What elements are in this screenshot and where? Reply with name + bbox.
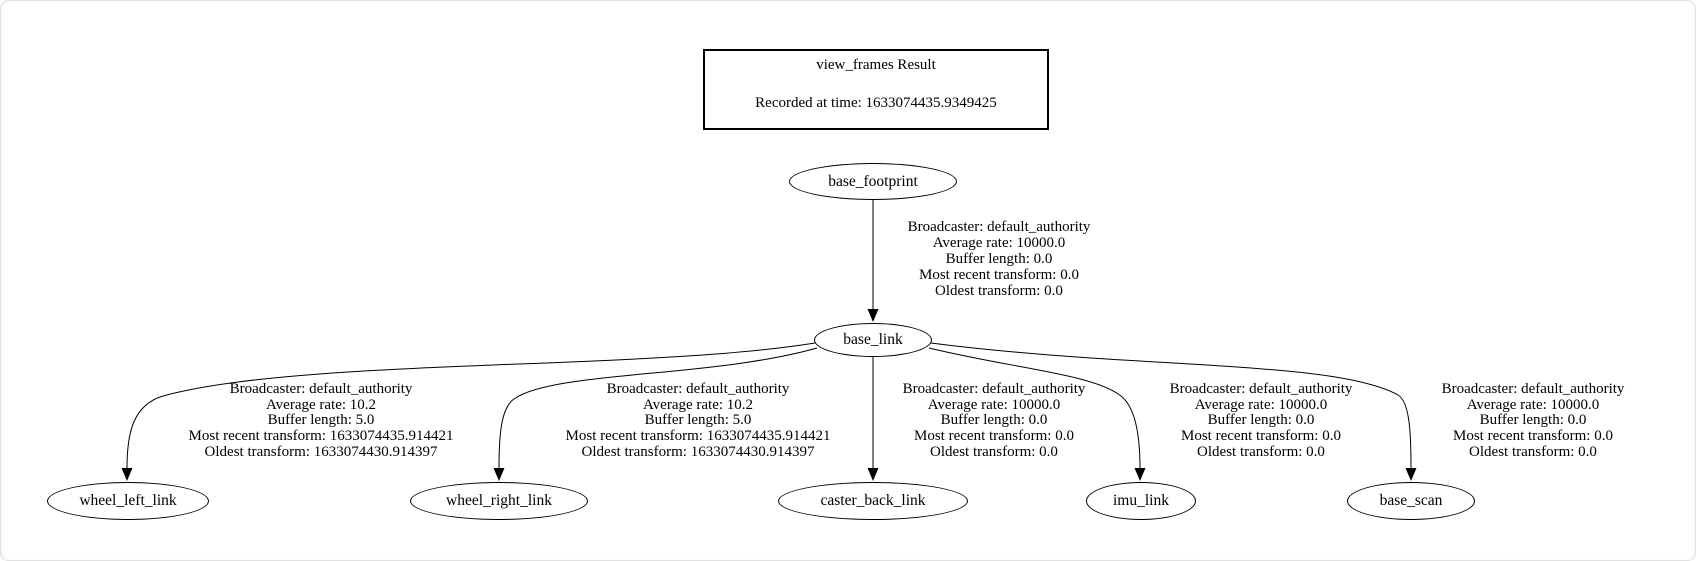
arrowhead-wheel_right_link (493, 468, 505, 481)
edge-label-line: Broadcaster: default_authority (229, 381, 413, 397)
edge-label-line: Most recent transform: 1633074435.914421 (188, 428, 454, 445)
frame-node-base-scan: base_scan (1347, 482, 1475, 520)
edge-label-line: Average rate: 10000.0 (1466, 396, 1600, 413)
edge-label-line: Average rate: 10000.0 (1194, 396, 1328, 413)
edge-label-line: Most recent transform: 0.0 (919, 267, 1079, 283)
frame-label-base-footprint: base_footprint (828, 172, 918, 190)
frame-node-wheel-right-link: wheel_right_link (410, 482, 588, 520)
frame-label-caster-back-link: caster_back_link (820, 492, 926, 509)
edge-label-line: Buffer length: 0.0 (1207, 412, 1315, 429)
edge-label-base-link: Broadcaster: default_authority Average r… (908, 219, 1091, 299)
edge-label-line: Average rate: 10000.0 (927, 396, 1061, 413)
edge-label-line: Broadcaster: default_authority (606, 381, 790, 397)
edge-label-line: Most recent transform: 0.0 (1453, 428, 1613, 445)
result-title-box: view_frames Result Recorded at time: 163… (703, 49, 1049, 130)
edge-label-line: Buffer length: 0.0 (940, 412, 1048, 429)
frame-node-imu-link: imu_link (1086, 482, 1196, 520)
edge-base_link-wheel_left_link (126, 342, 816, 469)
frame-node-caster-back-link: caster_back_link (778, 482, 968, 520)
edge-label-line: Buffer length: 5.0 (644, 412, 752, 429)
edge-label-line: Broadcaster: default_authority (907, 219, 1091, 235)
edge-base_link-base_scan (930, 342, 1412, 469)
frame-node-wheel-left-link: wheel_left_link (47, 482, 209, 520)
frame-node-base-footprint: base_footprint (789, 163, 957, 200)
edge-label-line: Oldest transform: 0.0 (1197, 443, 1325, 460)
arrowhead-base_scan (1405, 468, 1417, 481)
edge-label-line: Most recent transform: 0.0 (1181, 428, 1341, 445)
arrowhead-base_link (867, 309, 879, 322)
frame-label-base-scan: base_scan (1379, 492, 1443, 509)
edge-label-imu-link: Broadcaster: default_authority Average r… (1169, 381, 1353, 461)
edge-label-caster-back-link: Broadcaster: default_authority Average r… (902, 381, 1086, 461)
edge-label-wheel-left-link: Broadcaster: default_authority Average r… (188, 381, 454, 461)
edge-label-line: Average rate: 10000.0 (932, 235, 1066, 251)
frame-label-imu-link: imu_link (1113, 492, 1169, 509)
edge-label-line: Average rate: 10.2 (265, 396, 377, 413)
edge-label-line: Broadcaster: default_authority (1169, 381, 1353, 397)
edge-label-base-scan: Broadcaster: default_authority Average r… (1441, 381, 1625, 461)
edge-label-line: Buffer length: 0.0 (945, 251, 1053, 267)
edge-label-line: Oldest transform: 1633074430.914397 (581, 443, 815, 460)
edge-label-line: Oldest transform: 0.0 (930, 443, 1058, 460)
edge-label-line: Average rate: 10.2 (642, 396, 754, 413)
frame-label-base-link: base_link (843, 331, 903, 348)
frame-label-wheel-right-link: wheel_right_link (446, 492, 552, 509)
frame-label-wheel-left-link: wheel_left_link (79, 492, 177, 509)
edge-base_link-wheel_right_link (498, 347, 818, 469)
edge-label-wheel-right-link: Broadcaster: default_authority Average r… (565, 381, 831, 461)
arrowhead-caster_back_link (867, 468, 879, 481)
recorded-time: Recorded at time: 1633074435.9349425 (755, 95, 997, 111)
edge-label-line: Most recent transform: 1633074435.914421 (565, 428, 831, 445)
edge-label-line: Broadcaster: default_authority (902, 381, 1086, 397)
edge-label-line: Oldest transform: 0.0 (935, 283, 1063, 299)
arrowhead-wheel_left_link (121, 468, 133, 481)
result-title: view_frames Result (816, 57, 936, 73)
edge-label-line: Oldest transform: 0.0 (1469, 443, 1597, 460)
arrowhead-imu_link (1134, 468, 1146, 481)
edge-label-line: Buffer length: 0.0 (1479, 412, 1587, 429)
edge-label-line: Oldest transform: 1633074430.914397 (204, 443, 438, 460)
edge-label-line: Buffer length: 5.0 (267, 412, 375, 429)
edge-base_link-imu_link (928, 347, 1141, 469)
frame-node-base-link: base_link (814, 323, 932, 357)
edge-label-line: Broadcaster: default_authority (1441, 381, 1625, 397)
edge-label-line: Most recent transform: 0.0 (914, 428, 1074, 445)
